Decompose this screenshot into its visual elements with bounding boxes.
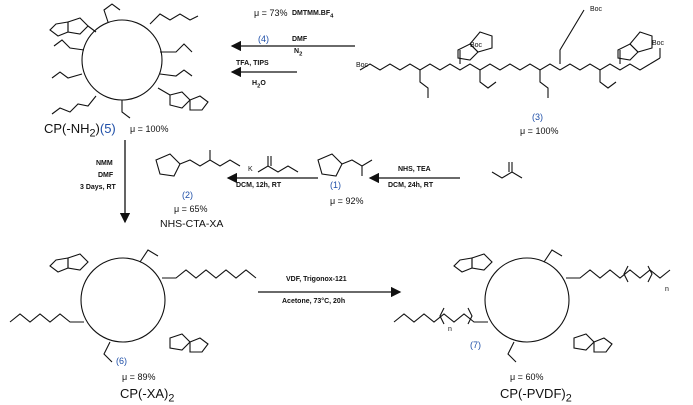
name-nhs-cta-xa: NHS-CTA-XA bbox=[160, 218, 224, 230]
compound-6-label: (6) bbox=[116, 356, 127, 366]
boc-label-1: Boc bbox=[470, 42, 483, 49]
macrocycle-7 bbox=[393, 249, 671, 363]
macrocycle-6 bbox=[9, 249, 257, 363]
reagent-nhs-tea: NHS, TEA bbox=[398, 166, 431, 173]
reagent-dmtmm: DMTMM.BF4 bbox=[292, 10, 334, 20]
boc-label-2: Boc bbox=[590, 6, 603, 13]
potassium-xanthate bbox=[257, 156, 299, 173]
compound-7-label: (7) bbox=[470, 340, 481, 350]
macrocycle-5 bbox=[49, 3, 209, 119]
compound-4-label: (4) bbox=[258, 34, 269, 44]
solvent-dmf: DMF bbox=[292, 36, 308, 43]
yield-5: μ = 100% bbox=[130, 124, 169, 134]
boc-label-4: Boc bbox=[356, 62, 369, 69]
yield-7: μ = 60% bbox=[510, 372, 544, 382]
compound-3-label: (3) bbox=[532, 112, 543, 122]
name-cp-xa: CP(-XA)2 bbox=[120, 386, 175, 405]
conditions-3days: 3 Days, RT bbox=[80, 184, 116, 191]
boc-label-3: Boc bbox=[652, 40, 665, 47]
yield-4: μ = 73% bbox=[254, 8, 288, 18]
nhs-ester-1 bbox=[317, 153, 373, 177]
reagent-nmm: NMM bbox=[96, 160, 113, 167]
compound-2-label: (2) bbox=[182, 190, 193, 200]
yield-3: μ = 100% bbox=[520, 126, 559, 136]
repeat-n-right: n bbox=[665, 286, 669, 293]
repeat-n-left: n bbox=[448, 326, 452, 333]
yield-6: μ = 89% bbox=[122, 372, 156, 382]
name-cp-nh2: CP(-NH2)(5) bbox=[44, 121, 116, 140]
solvent-dmf-2: DMF bbox=[98, 172, 114, 179]
name-cp-pvdf: CP(-PVDF)2 bbox=[500, 386, 572, 405]
potassium-label: K bbox=[248, 166, 253, 173]
conditions-24h: DCM, 24h, RT bbox=[388, 182, 434, 189]
conditions-acetone: Acetone, 73°C, 20h bbox=[282, 298, 346, 305]
reagent-vdf-trigonox: VDF, Trigonox-121 bbox=[286, 276, 347, 283]
yield-2: μ = 65% bbox=[174, 204, 208, 214]
reagent-tfa-tips: TFA, TIPS bbox=[236, 60, 269, 67]
atmosphere-n2: N2 bbox=[294, 48, 303, 58]
compound-1-label: (1) bbox=[330, 180, 341, 190]
bromopropionyl-bromide bbox=[491, 162, 523, 179]
yield-1: μ = 92% bbox=[330, 196, 364, 206]
linear-peptide-3 bbox=[359, 9, 661, 98]
conditions-12h: DCM, 12h, RT bbox=[236, 182, 282, 189]
compound-5-label: (5) bbox=[99, 121, 116, 136]
reagent-water: H2O bbox=[252, 80, 266, 90]
nhs-cta-xa-2 bbox=[155, 150, 241, 177]
